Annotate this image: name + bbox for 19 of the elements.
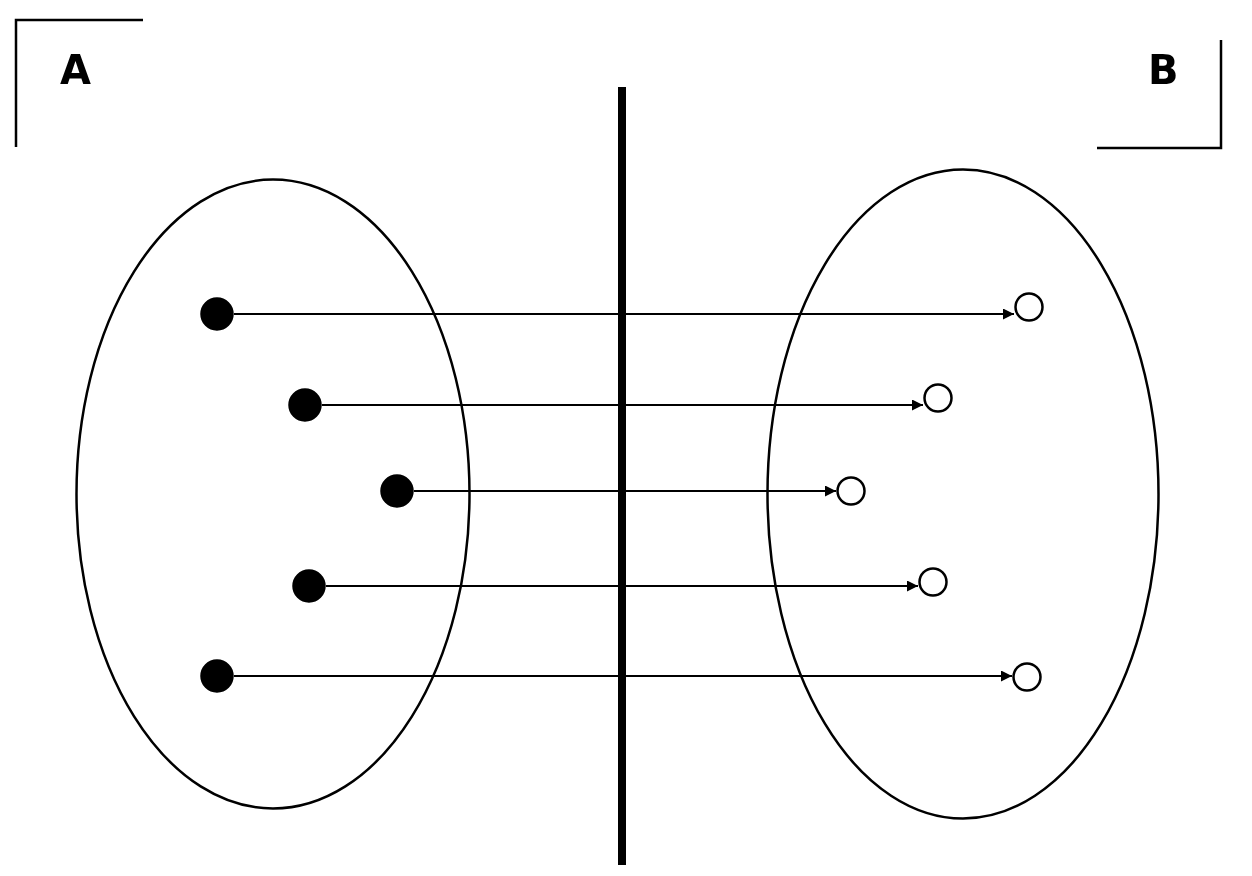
filled-dot [288, 388, 322, 422]
filled-dot [200, 659, 234, 693]
open-circle [1014, 292, 1044, 322]
filled-dot [380, 474, 414, 508]
arrow [321, 399, 924, 411]
open-circle [1012, 662, 1042, 692]
ellipse-region [75, 178, 471, 810]
open-circle [923, 383, 953, 413]
open-circle [918, 567, 948, 597]
ellipse-region [766, 168, 1160, 820]
panel-label: B [1148, 50, 1179, 90]
filled-dot [292, 569, 326, 603]
arrow [325, 580, 919, 592]
open-circle [836, 476, 866, 506]
panel-label: A [60, 50, 91, 90]
filled-dot [200, 297, 234, 331]
arrow [233, 670, 1013, 682]
arrow [233, 308, 1015, 320]
arrow [413, 485, 837, 497]
